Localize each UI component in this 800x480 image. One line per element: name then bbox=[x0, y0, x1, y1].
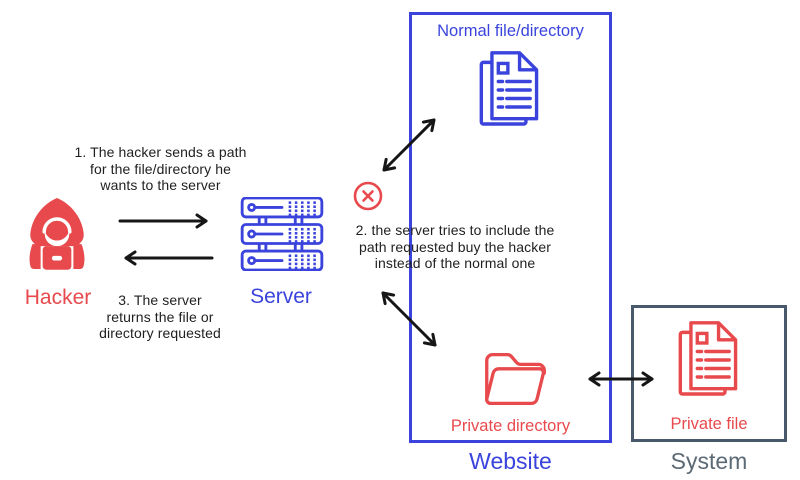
hooded-hacker-icon bbox=[18, 196, 96, 282]
hacker-label: Hacker bbox=[24, 286, 92, 309]
server-rack-icon bbox=[240, 197, 324, 271]
step-2-text: 2. the server tries to include the path … bbox=[355, 222, 555, 272]
website-boundary-box bbox=[409, 12, 612, 443]
step-1-text: 1. The hacker sends a path for the file/… bbox=[74, 144, 247, 194]
system-boundary-box bbox=[631, 305, 787, 442]
normal-file-label: Normal file/directory bbox=[437, 22, 584, 40]
private-file-label: Private file bbox=[670, 415, 748, 433]
website-label: Website bbox=[469, 448, 552, 474]
step-3-text: 3. The server returns the file or direct… bbox=[99, 292, 221, 342]
documents-icon bbox=[675, 318, 743, 402]
server-label: Server bbox=[250, 285, 312, 308]
documents-icon bbox=[476, 48, 544, 132]
system-label: System bbox=[670, 448, 748, 474]
open-folder-icon bbox=[477, 346, 555, 414]
x-circle-icon bbox=[352, 180, 384, 212]
private-directory-label: Private directory bbox=[450, 417, 571, 435]
